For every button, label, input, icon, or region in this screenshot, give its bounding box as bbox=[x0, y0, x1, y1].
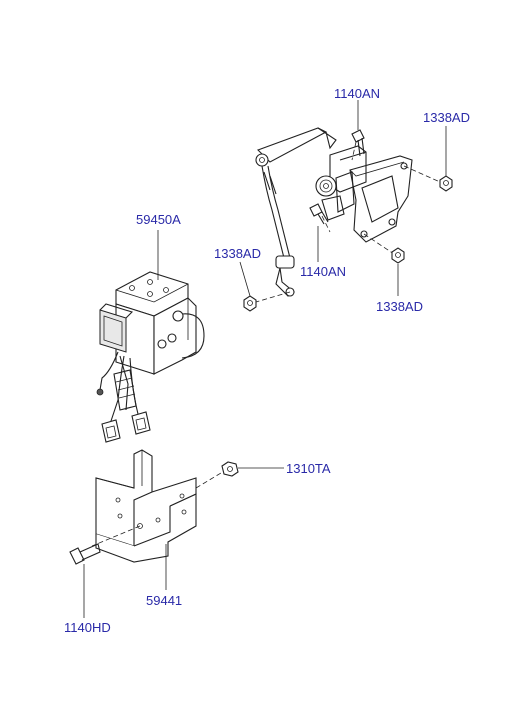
label-1338ad-top: 1338AD bbox=[423, 110, 470, 125]
mounting-bracket-59441 bbox=[69, 449, 284, 618]
nut-1338ad-bottom bbox=[391, 247, 405, 264]
label-1140an-mid: 1140AN bbox=[300, 264, 346, 279]
nut-1338ad-right bbox=[439, 175, 453, 192]
label-1140hd: 1140HD bbox=[64, 620, 111, 635]
nut-1338ad-left bbox=[243, 295, 257, 312]
label-1338ad-left: 1338AD bbox=[214, 246, 261, 261]
leader-1338ad-left bbox=[239, 261, 251, 297]
nut-1310ta bbox=[221, 461, 239, 477]
label-1140an-top: 1140AN bbox=[334, 86, 380, 101]
abs-module-59450a bbox=[96, 230, 205, 443]
label-1310ta: 1310TA bbox=[286, 461, 331, 476]
label-1338ad-bottom: 1338AD bbox=[376, 299, 423, 314]
label-59441: 59441 bbox=[146, 593, 182, 608]
label-59450a: 59450A bbox=[136, 212, 181, 227]
height-sensor-assembly bbox=[243, 127, 453, 312]
bolt-1140hd bbox=[69, 543, 101, 565]
